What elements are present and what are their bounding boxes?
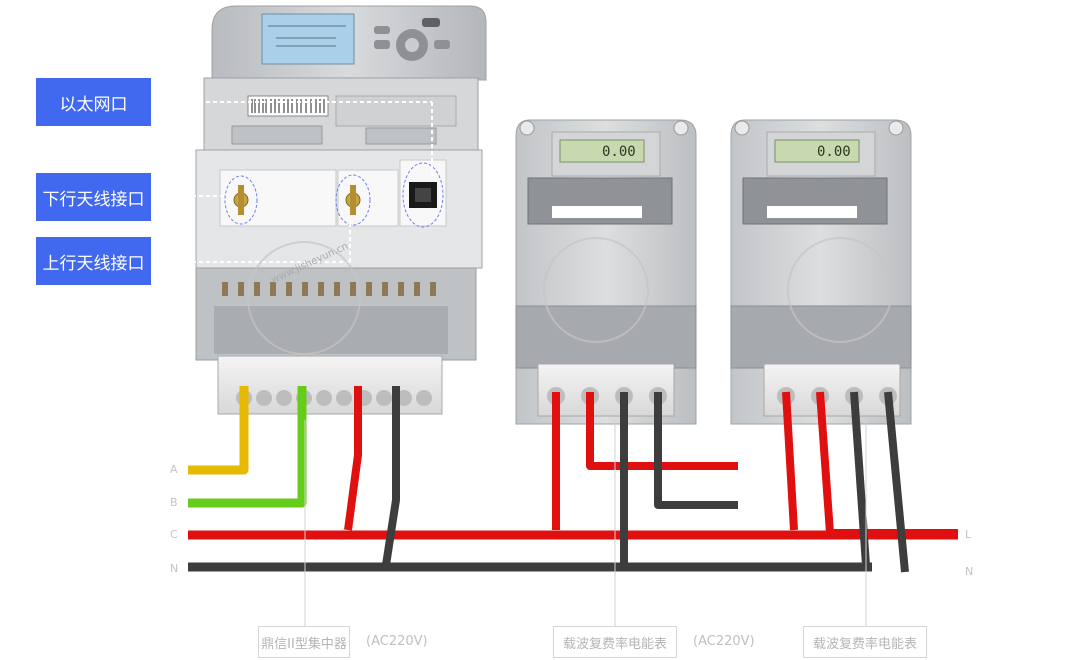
- wire-meter2-live-out: [816, 391, 958, 537]
- wire-meter2-neutral-in: [850, 391, 870, 566]
- meter-2-reading: 0.00: [817, 144, 851, 160]
- wire-label-b: B: [170, 496, 178, 509]
- label-meter-1-voltage: (AC220V): [693, 634, 755, 649]
- keypad: [374, 18, 450, 61]
- meter-2-device: [730, 119, 912, 425]
- wire-meter2-neutral-out: [884, 391, 909, 573]
- wire-label-c: C: [170, 528, 178, 541]
- ethernet-port: [402, 162, 444, 228]
- watermark-logo: [247, 237, 893, 355]
- wire-label-l-right: L: [965, 528, 972, 541]
- meter-1-device: [515, 119, 697, 425]
- label-concentrator-voltage: (AC220V): [366, 634, 428, 649]
- wire-b: [188, 386, 307, 508]
- concentrator-terminal-cover: [217, 355, 443, 415]
- meter-1-reading: 0.00: [602, 144, 636, 160]
- callout-leaders: [192, 101, 433, 263]
- label-meter-2: 载波复费率电能表: [803, 626, 927, 658]
- wire-label-a: A: [170, 463, 178, 476]
- callout-down-antenna: 下行天线接口: [36, 173, 151, 221]
- wires: [188, 386, 958, 573]
- wire-label-n-right: N: [965, 565, 974, 578]
- wire-meter1-neutral-out: [654, 392, 738, 509]
- wire-concentrator-live: [344, 386, 362, 531]
- wire-meter1-live-out: [586, 392, 738, 470]
- wire-a: [188, 386, 249, 475]
- label-meter-1: 载波复费率电能表: [553, 626, 677, 658]
- label-concentrator: 鼎信II型集中器: [258, 626, 350, 658]
- down-antenna-connector: [224, 175, 258, 225]
- callout-ethernet: 以太网口: [36, 78, 151, 126]
- up-antenna-connector: [335, 174, 371, 226]
- wire-label-n-left: N: [170, 562, 179, 575]
- meter-2-lcd: [774, 139, 860, 163]
- wire-concentrator-neutral: [382, 386, 400, 566]
- label-leaders: [304, 420, 867, 626]
- concentrator-lcd: [261, 13, 355, 65]
- wire-meter2-live-in: [782, 391, 798, 531]
- callout-up-antenna: 上行天线接口: [36, 237, 151, 285]
- concentrator-device: [195, 5, 487, 415]
- meter-1-lcd: [559, 139, 645, 163]
